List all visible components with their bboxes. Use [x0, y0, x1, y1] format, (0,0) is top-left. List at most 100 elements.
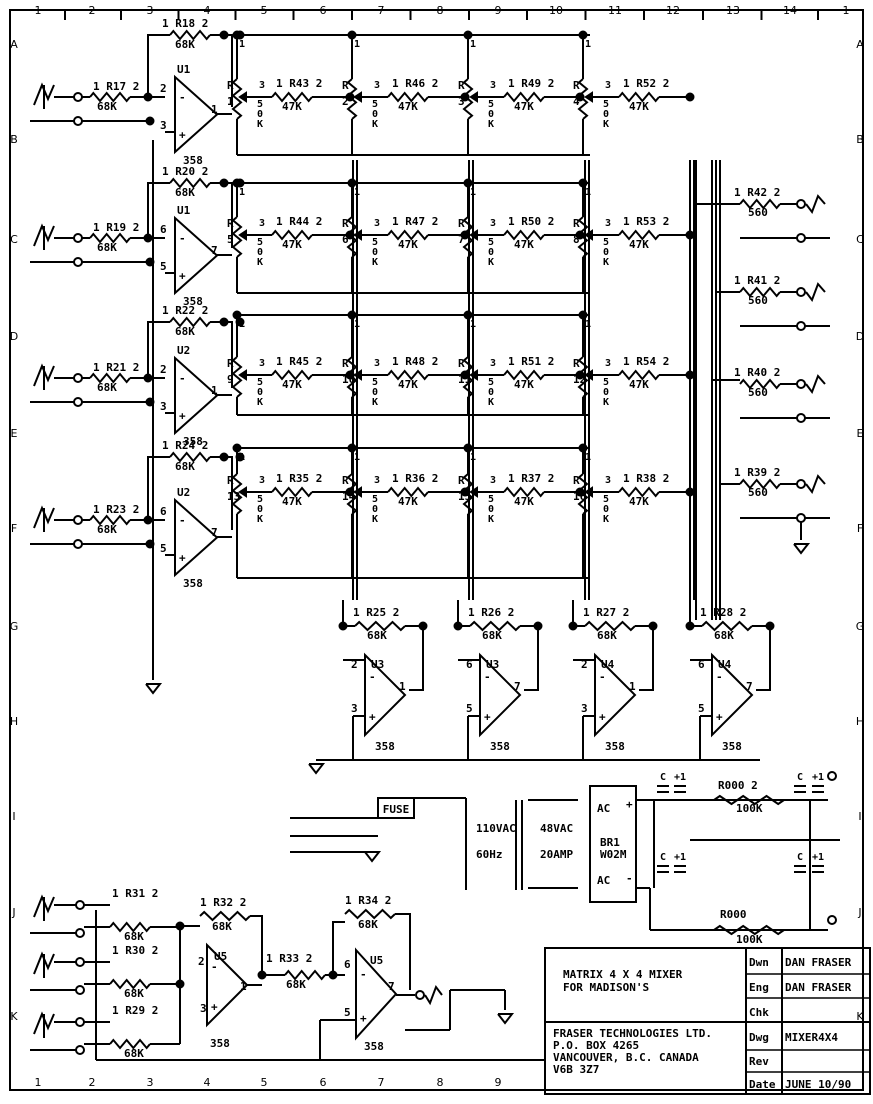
output-resistor-label: 1 R40 2 — [734, 366, 780, 379]
title-line-2: FOR MADISON'S — [563, 981, 649, 994]
field-value-date: JUNE 10/90 — [785, 1078, 851, 1091]
mix-resistor — [388, 231, 428, 239]
wire — [210, 183, 232, 248]
terminal-ring — [797, 234, 805, 242]
opamp-ref: U5 — [370, 954, 383, 967]
opamp-minus: - — [369, 671, 376, 684]
mix-resistor — [504, 93, 544, 101]
pot-number: 2 — [342, 95, 349, 108]
capacitor-label: +1 — [812, 772, 824, 783]
opamp-ref: U2 — [177, 344, 190, 357]
opamp-pin: 1 — [211, 103, 218, 116]
terminal-ring — [76, 986, 84, 994]
opamp-pin: 7 — [211, 244, 218, 257]
grid-col-bottom: 4 — [204, 1076, 211, 1089]
pot-value: K — [372, 514, 378, 525]
field-value-eng: DAN FRASER — [785, 981, 852, 994]
opamp-pin: 3 — [160, 119, 167, 132]
aux-resistor-label: 1 R29 2 — [112, 1004, 158, 1017]
mix-resistor — [619, 371, 659, 379]
aux-resistor — [110, 980, 150, 988]
mix-resistor-label: 1 R49 2 — [508, 77, 554, 90]
pot-value: 0 — [372, 504, 378, 515]
field-key-chk: Chk — [749, 1006, 769, 1019]
pot-value: 5 — [603, 494, 609, 505]
fuse — [378, 798, 414, 818]
feedback-resistor-label: 1 R22 2 — [162, 304, 208, 317]
junction-dot — [349, 445, 356, 452]
opamp-chip: 358 — [210, 1037, 230, 1050]
terminal-ring — [74, 258, 82, 266]
terminal-ring — [76, 1018, 84, 1026]
ground-symbol — [365, 852, 379, 861]
ground-symbol — [309, 764, 323, 773]
opamp-pin: 6 — [160, 223, 167, 236]
pot-pin: 3 — [374, 80, 380, 91]
grid-col-top: 13 — [726, 4, 740, 17]
grid-row-right: I — [858, 810, 861, 823]
opamp-ref: U1 — [177, 63, 191, 76]
bridge-label: W02M — [600, 848, 627, 861]
input-opamp — [175, 500, 217, 575]
opamp-minus: - — [484, 671, 491, 684]
pot-pin: 3 — [490, 358, 496, 369]
pot-wiper — [355, 93, 361, 101]
mix-resistor — [504, 488, 544, 496]
mix-resistor-label: 1 R46 2 — [392, 77, 438, 90]
sum-feedback-resistor — [702, 622, 752, 630]
opamp-pin: 3 — [581, 702, 588, 715]
aux-opamp — [207, 945, 247, 1025]
pot-pin: 3 — [605, 358, 611, 369]
opamp-pin: 7 — [746, 680, 753, 693]
wire — [635, 626, 653, 690]
capacitor-label: C — [660, 772, 666, 783]
junction-dot — [650, 623, 657, 630]
opamp-pin: 7 — [388, 980, 395, 993]
opamp-pin: 3 — [351, 702, 358, 715]
potentiometer — [348, 79, 356, 119]
pot-number: 16 — [573, 490, 587, 503]
grid-row-right: H — [856, 715, 864, 728]
pot-pin: 3 — [605, 475, 611, 486]
terminal-ring — [74, 540, 82, 548]
opamp-chip: 358 — [183, 577, 203, 590]
frame — [10, 10, 863, 1090]
mix-resistor — [504, 231, 544, 239]
input-resistor-value: 68K — [97, 241, 117, 254]
input-resistor — [90, 374, 130, 382]
junction-dot — [349, 180, 356, 187]
mix-resistor-value: 47K — [398, 495, 418, 508]
pot-value: 0 — [372, 247, 378, 258]
grid-row-left: F — [11, 522, 17, 535]
pot-ref: R — [342, 474, 349, 487]
mix-resistor-value: 47K — [629, 238, 649, 251]
mix-resistor-label: 1 R53 2 — [623, 215, 669, 228]
opamp-ref: U1 — [177, 204, 191, 217]
junction-dot — [221, 180, 228, 187]
feedback-resistor — [170, 453, 210, 461]
mix-resistor — [388, 93, 428, 101]
input-resistor — [90, 516, 130, 524]
pot-pin: 1 — [470, 319, 476, 330]
grid-col-bottom: 9 — [495, 1076, 502, 1089]
grid-row-right: F — [857, 522, 863, 535]
mix-resistor-label: 1 R38 2 — [623, 472, 669, 485]
pot-number: 5 — [227, 233, 234, 246]
mix-resistor-label: 1 R36 2 — [392, 472, 438, 485]
mix-resistor-value: 47K — [514, 378, 534, 391]
divider-label: R000 2 — [718, 779, 758, 792]
opamp-plus: + — [179, 270, 186, 283]
pot-value: K — [603, 119, 609, 130]
feedback-resistor-label: 1 R20 2 — [162, 165, 208, 178]
divider-resistor — [714, 796, 784, 804]
potentiometer — [233, 79, 241, 119]
pot-value: K — [257, 119, 263, 130]
capacitor-label: C — [797, 852, 803, 863]
pot-value: K — [372, 257, 378, 268]
pot-value: K — [257, 397, 263, 408]
junction-dot — [465, 180, 472, 187]
feedback-resistor-label: 1 R18 2 — [162, 17, 208, 30]
grid-col-top: 5 — [261, 4, 268, 17]
junction-dot — [147, 259, 154, 266]
grid-col-top: 9 — [495, 4, 502, 17]
